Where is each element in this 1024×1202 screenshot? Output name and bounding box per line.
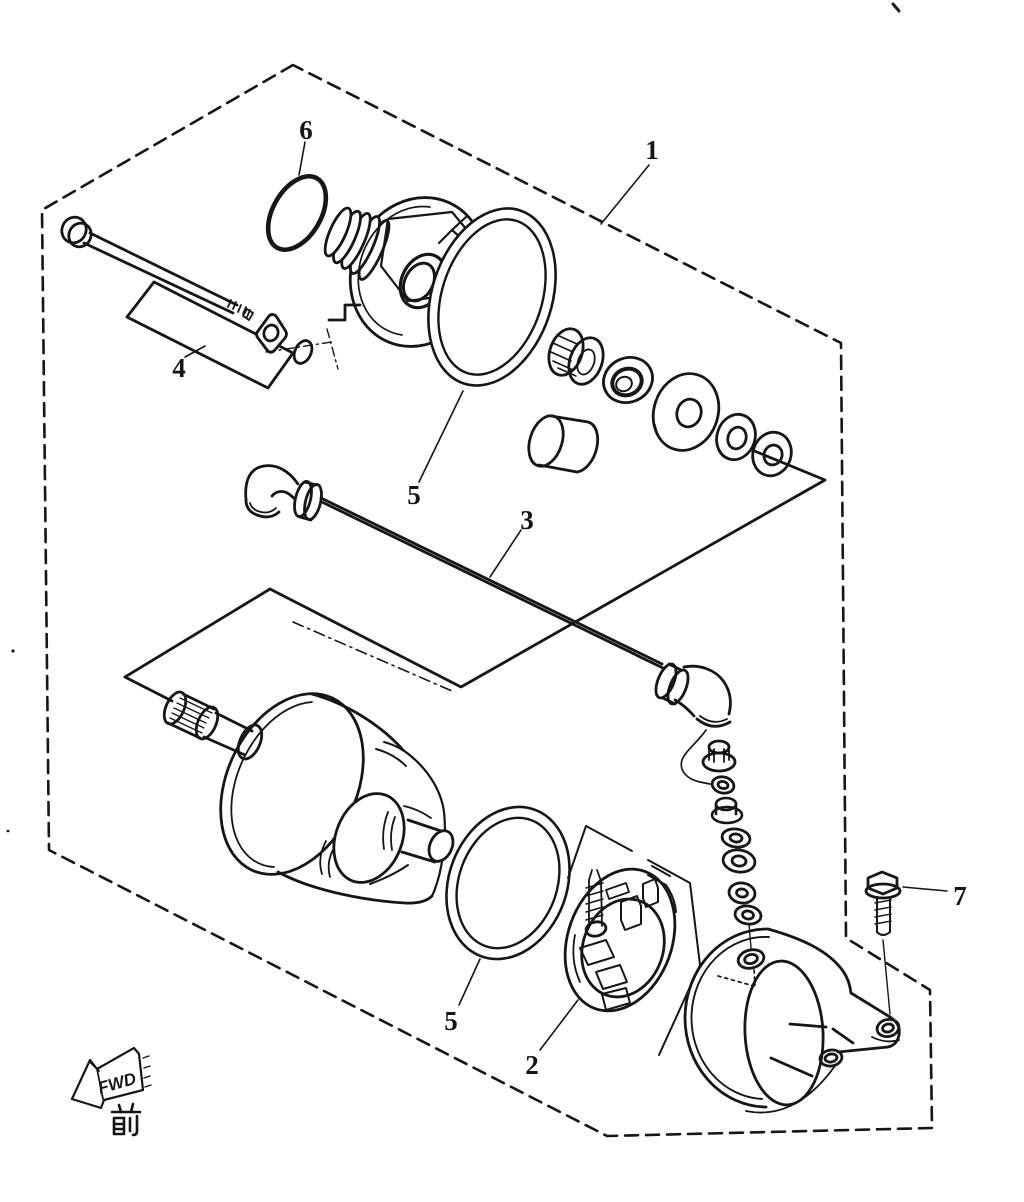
svg-text:5: 5 (407, 480, 421, 510)
svg-text:2: 2 (525, 1050, 539, 1080)
svg-text:7: 7 (953, 881, 967, 911)
svg-text:1: 1 (645, 135, 659, 165)
svg-text:4: 4 (172, 353, 186, 383)
svg-text:3: 3 (520, 505, 534, 535)
svg-text:6: 6 (299, 115, 313, 145)
svg-text:5: 5 (444, 1006, 458, 1036)
